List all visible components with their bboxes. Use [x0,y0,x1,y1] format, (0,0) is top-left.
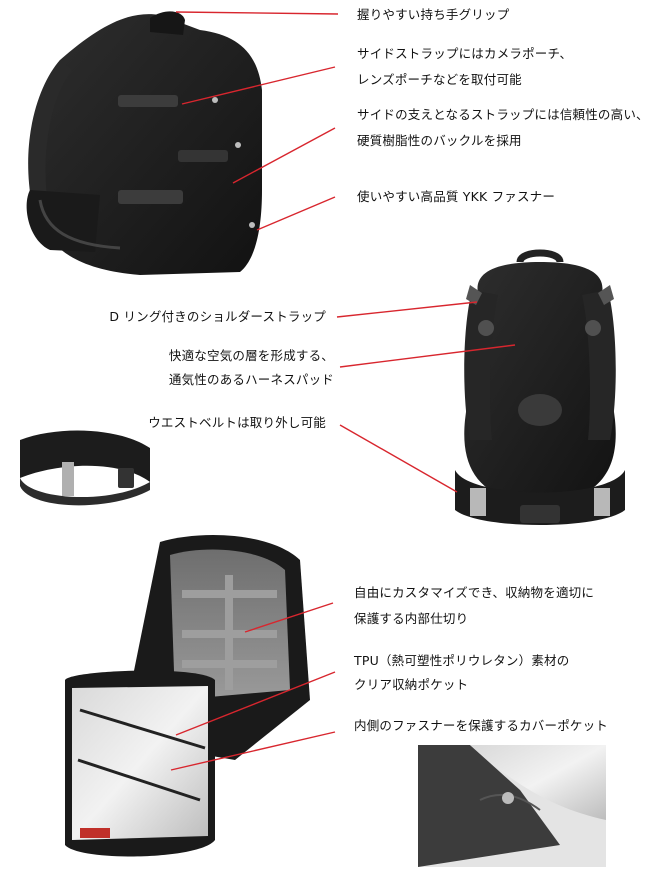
backpack-side-photo [26,11,262,275]
callout-tpu-line2: クリア収納ポケット [354,677,469,692]
leader-line-zipper [256,196,336,231]
callout-buckle: サイドの支えとなるストラップには信頼性の高い、 硬質樹脂性のバックルを採用 [357,104,649,152]
pocket-closeup-photo [418,745,606,867]
leader-line-grip [175,11,339,15]
callout-cover-pocket: 内側のファスナーを保護するカバーポケット [354,715,608,737]
callout-waist-belt-text: ウエストベルトは取り外し可能 [148,415,326,430]
callout-zipper: 使いやすい高品質 YKK ファスナー [357,186,555,208]
callout-harness: 快適な空気の層を形成する、 通気性のあるハーネスパッド [169,345,334,391]
callout-cover-pocket-text: 内側のファスナーを保護するカバーポケット [354,718,609,733]
backpack-open-photo [65,535,310,857]
leader-line-buckle [232,127,336,184]
callout-d-ring-text: D リング付きのショルダーストラップ [109,309,326,324]
leader-line-side-strap [181,66,336,105]
leader-line-cover-pocket [170,731,336,771]
callout-dividers: 自由にカスタマイズでき、収納物を適切に 保護する内部仕切り [354,582,594,630]
callout-waist-belt: ウエストベルトは取り外し可能 [148,412,326,434]
callout-side-strap: サイドストラップにはカメラポーチ、 レンズポーチなどを取付可能 [357,43,572,91]
leader-line-dividers [244,602,334,633]
leader-line-d-ring [336,301,478,318]
leader-lines [170,11,516,771]
leader-line-tpu [175,671,336,736]
callout-buckle-line2: 硬質樹脂性のバックルを採用 [357,133,522,148]
leader-line-harness [339,344,516,368]
waist-belt-photo [20,430,150,506]
callout-zipper-text: 使いやすい高品質 YKK ファスナー [357,189,556,204]
callout-harness-line2: 通気性のあるハーネスパッド [168,372,334,387]
callout-dividers-line1: 自由にカスタマイズでき、収納物を適切に [354,585,595,600]
leader-line-waist-belt [339,424,458,493]
callout-tpu-line1: TPU（熱可塑性ポリウレタン）素材の [354,653,570,668]
backpack-back-photo [455,249,625,525]
callout-side-strap-line2: レンズポーチなどを取付可能 [357,72,522,87]
callout-grip-text: 握りやすい持ち手グリップ [357,7,510,22]
callout-side-strap-line1: サイドストラップにはカメラポーチ、 [357,46,573,61]
callout-harness-line1: 快適な空気の層を形成する、 [168,348,334,363]
callout-grip: 握りやすい持ち手グリップ [357,4,509,26]
callout-dividers-line2: 保護する内部仕切り [354,611,469,626]
callout-buckle-line1: サイドの支えとなるストラップには信頼性の高い、 [357,107,649,122]
callout-d-ring: D リング付きのショルダーストラップ [109,306,326,328]
callout-tpu: TPU（熱可塑性ポリウレタン）素材の クリア収納ポケット [354,650,569,696]
